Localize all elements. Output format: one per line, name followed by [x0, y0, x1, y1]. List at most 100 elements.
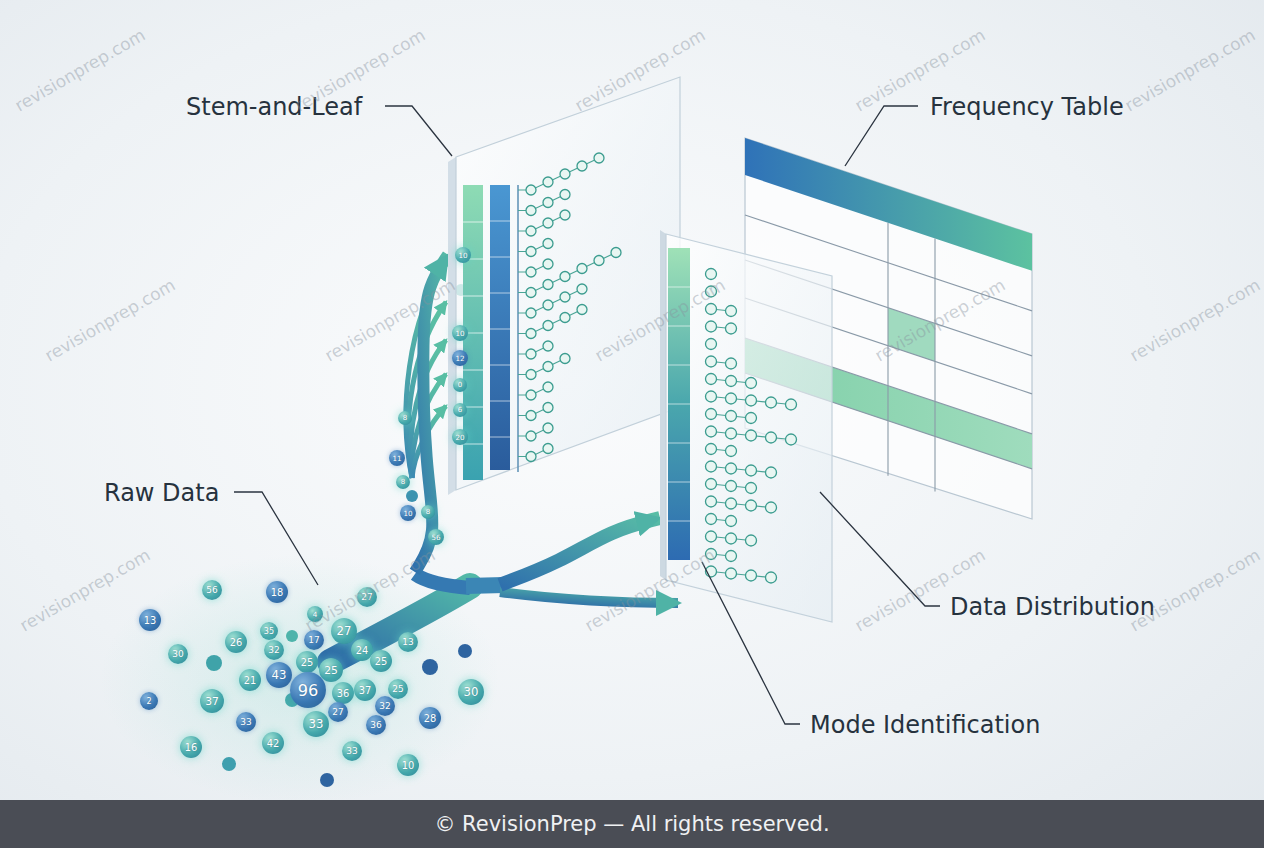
callout-label: Data Distribution: [950, 594, 1155, 620]
callout-label: Stem-and-Leaf: [186, 94, 362, 120]
cell-divider: [668, 326, 690, 327]
leaf-circle: [543, 403, 553, 413]
data-dot: [222, 757, 236, 771]
bubble-number: 25: [388, 679, 408, 699]
cell-divider: [463, 370, 483, 371]
bubble-number: 36: [366, 715, 386, 735]
data-bubble: 43: [266, 662, 292, 688]
leaf-circle: [746, 395, 757, 406]
leaf-circle: [766, 397, 777, 408]
bubble-number: 13: [139, 609, 161, 631]
watermark: revisionprep.com: [291, 25, 428, 116]
leaf-circle: [560, 292, 570, 302]
leaf-link: [711, 484, 751, 488]
bubble-number: 27: [357, 587, 377, 607]
leaf-circle: [726, 306, 737, 317]
leaf-circle: [746, 413, 757, 424]
table-sheet: [745, 138, 1032, 519]
leaf-link: [518, 215, 565, 231]
data-bubble: 10: [400, 505, 416, 521]
data-dot: [320, 773, 334, 787]
cluster-glow: [100, 555, 500, 805]
leaf-circle: [706, 286, 717, 297]
callout-label: Mode Identification: [810, 712, 1040, 738]
cell-divider: [668, 287, 690, 288]
leaf-circle: [543, 362, 553, 372]
bubble-number: 4: [307, 606, 323, 622]
leaf-circle: [526, 185, 536, 195]
data-bubble: 8: [421, 505, 435, 519]
leaf-circle: [543, 321, 553, 331]
leaf-link: [711, 572, 771, 578]
data-bubble: 25: [388, 679, 408, 699]
leaf-circle: [726, 481, 737, 492]
leaf-circle: [543, 382, 553, 392]
stem-divider: [517, 185, 519, 472]
data-bubble: 33: [236, 712, 256, 732]
leaf-circle: [526, 431, 536, 441]
leaf-link: [711, 554, 731, 556]
watermark: revisionprep.com: [1126, 275, 1263, 366]
bubble-number: 25: [296, 651, 318, 673]
bubble-number: 8: [396, 475, 410, 489]
leaf-circle: [726, 463, 737, 474]
bubble-number: 8: [398, 411, 412, 425]
leaf-circle: [706, 514, 717, 525]
data-bubble: 0: [453, 378, 467, 392]
data-bubble: 30: [168, 644, 188, 664]
leaf-circle: [726, 393, 737, 404]
table-rule: [745, 338, 1032, 434]
cell-divider: [463, 222, 483, 223]
data-bubble: 25: [370, 650, 392, 672]
leader-line: [385, 106, 452, 156]
cell-divider: [490, 365, 510, 366]
leaf-circle: [577, 264, 587, 274]
panel-edge: [448, 157, 456, 495]
leaf-circle: [526, 390, 536, 400]
leaf-circle: [706, 479, 717, 490]
leaf-circle: [706, 269, 717, 280]
data-bubble: 25: [296, 651, 318, 673]
leaf-link: [711, 397, 791, 405]
footer-bar: [0, 800, 1264, 848]
data-dot: [285, 693, 299, 707]
bubble-number: 12: [452, 350, 468, 366]
data-dot: [206, 655, 222, 671]
data-bubble: 33: [342, 741, 362, 761]
bubble-number: 27: [331, 618, 357, 644]
bubble-number: 21: [239, 669, 261, 691]
bubble-number: 36: [332, 682, 354, 704]
table-rule: [745, 215, 1032, 311]
leaf-circle: [706, 374, 717, 385]
leaf-link: [518, 244, 548, 252]
cell-divider: [463, 407, 483, 408]
leaf-circle: [611, 248, 621, 258]
leaf-circle: [577, 305, 587, 315]
leaf-circle: [543, 423, 553, 433]
cell-divider: [490, 401, 510, 402]
data-bubble: 30: [458, 679, 484, 705]
watermark: revisionprep.com: [851, 545, 988, 636]
data-bubble: 18: [266, 581, 288, 603]
leaf-circle: [766, 467, 777, 478]
leaf-circle: [526, 308, 536, 318]
bubble-number: 33: [236, 712, 256, 732]
leaf-circle: [526, 288, 536, 298]
leaf-circle: [726, 376, 737, 387]
watermark: revisionprep.com: [871, 275, 1008, 366]
watermark: revisionprep.com: [11, 25, 148, 116]
watermark: revisionprep.com: [41, 275, 178, 366]
leaf-circle: [706, 409, 717, 420]
bubble-number: 42: [262, 732, 284, 754]
leaf-circle: [706, 531, 717, 542]
leaf-link: [518, 359, 565, 375]
leaf-link: [518, 310, 582, 334]
leaf-link: [518, 289, 582, 313]
bubble-number: 13: [398, 632, 418, 652]
leaf-circle: [526, 247, 536, 257]
leaf-circle: [786, 399, 797, 410]
watermark: revisionprep.com: [591, 275, 728, 366]
leaf-circle: [726, 428, 737, 439]
